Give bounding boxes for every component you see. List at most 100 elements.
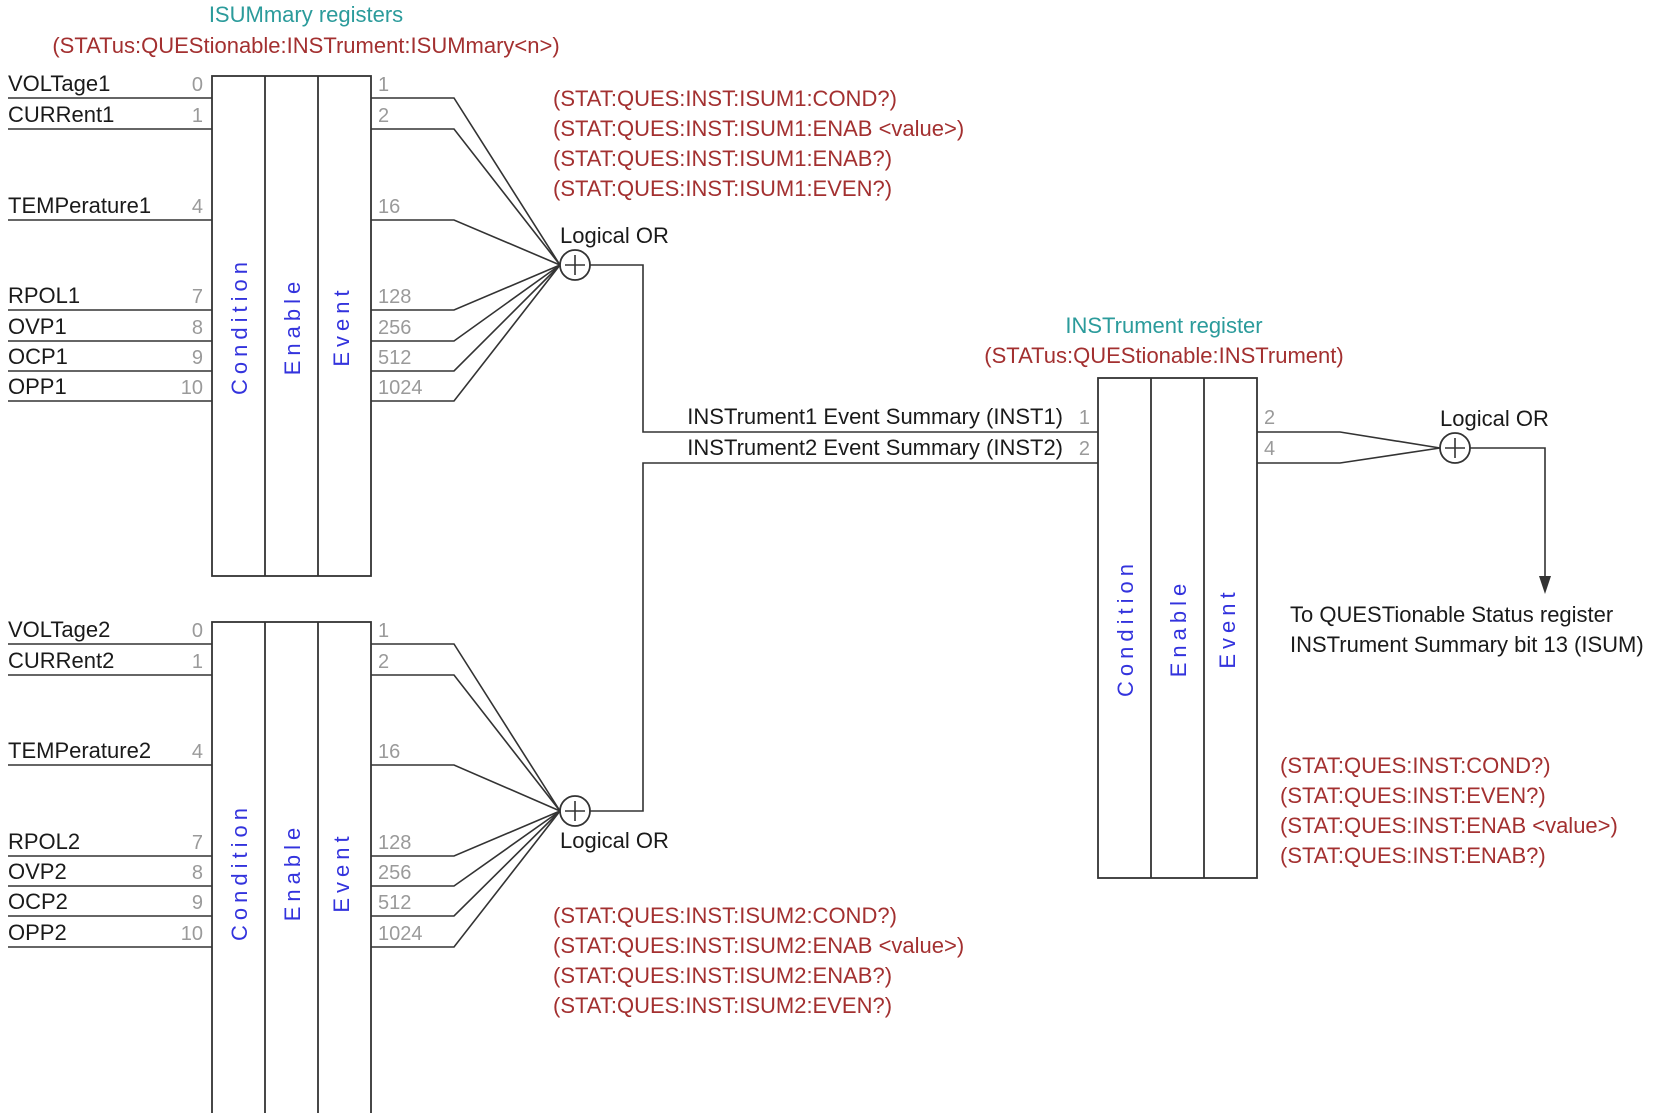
inst1-label: INSTrument1 Event Summary (INST1): [687, 404, 1063, 429]
input-label-rpol1: RPOL1: [8, 283, 80, 308]
input-bit: 0: [192, 74, 203, 96]
command-text: (STAT:QUES:INST:ENAB?): [1280, 843, 1546, 868]
isummary1-condition-label: Condition: [227, 257, 252, 395]
instrument-enable-label: Enable: [1166, 579, 1191, 678]
inst1-summary-wire: [590, 264, 1098, 433]
output-value: 512: [378, 347, 411, 369]
instrument-register: Condition Enable Event: [1097, 377, 1258, 879]
output-value: 1: [378, 620, 389, 642]
output-value: 512: [378, 892, 411, 914]
isummary1-register: Condition Enable Event: [211, 75, 372, 577]
inst2-summary-wire: [590, 462, 1098, 812]
instrument-inputs: INSTrument1 Event Summary (INST1) 1 INST…: [687, 404, 1090, 460]
input-bit: 9: [192, 892, 203, 914]
command-text: (STAT:QUES:INST:ISUM2:ENAB?): [553, 963, 892, 988]
input-label-ocp1: OCP1: [8, 344, 68, 369]
instrument-condition-label: Condition: [1113, 559, 1138, 697]
command-text: (STAT:QUES:INST:ISUM1:EVEN?): [553, 176, 892, 201]
input-label-ocp2: OCP2: [8, 889, 68, 914]
input-bit: 1: [192, 105, 203, 127]
inst2-label: INSTrument2 Event Summary (INST2): [687, 435, 1063, 460]
isummary2-condition-label: Condition: [227, 803, 252, 941]
output-wire: [371, 128, 561, 266]
output-arrow-line: [1470, 447, 1546, 578]
isummary2-inputs: VOLTage2 0 CURRent2 1 TEMPerature2 4 RPO…: [8, 617, 212, 948]
logical-or-2: Logical OR: [559, 795, 669, 853]
output-wire: [371, 810, 561, 857]
output-destination-line2: INSTrument Summary bit 13 (ISUM): [1290, 632, 1644, 657]
command-text: (STAT:QUES:INST:ISUM1:COND?): [553, 86, 897, 111]
input-bit: 4: [192, 196, 203, 218]
output-value: 256: [378, 317, 411, 339]
input-bit: 0: [192, 620, 203, 642]
output-value: 128: [378, 286, 411, 308]
command-text: (STAT:QUES:INST:COND?): [1280, 753, 1551, 778]
logical-or-1: Logical OR: [559, 223, 669, 281]
output-value: 256: [378, 862, 411, 884]
isummary-title: ISUMmary registers: [209, 2, 403, 27]
output-wire: [371, 264, 561, 402]
output-wire: [371, 97, 561, 266]
input-bit: 7: [192, 832, 203, 854]
instrument-subtitle: (STATus:QUEStionable:INSTrument): [984, 343, 1343, 368]
isummary2-event-label: Event: [329, 831, 354, 912]
output-value: 2: [378, 105, 389, 127]
command-text: (STAT:QUES:INST:EVEN?): [1280, 783, 1546, 808]
input-label-ovp2: OVP2: [8, 859, 67, 884]
input-bit: 8: [192, 862, 203, 884]
output-wire: [371, 810, 561, 887]
output-wire: [371, 674, 561, 812]
input-label-voltage2: VOLTage2: [8, 617, 110, 642]
output-value: 1024: [378, 377, 423, 399]
instrument-title: INSTrument register: [1065, 313, 1262, 338]
output-wire: [371, 764, 561, 812]
input-bit: 1: [192, 651, 203, 673]
output-value: 4: [1264, 438, 1275, 460]
output-wire: [371, 810, 561, 917]
instrument-event-label: Event: [1215, 587, 1240, 668]
isummary1-outputs: 1 2 16 128 256 512 1024: [371, 74, 561, 402]
output-value: 128: [378, 832, 411, 854]
isummary2-outputs: 1 2 16 128 256 512 1024: [371, 620, 561, 948]
isummary2-enable-label: Enable: [280, 823, 305, 922]
input-bit: 7: [192, 286, 203, 308]
instrument-register-frame: [1097, 377, 1258, 879]
isummary1-commands: (STAT:QUES:INST:ISUM1:COND?) (STAT:QUES:…: [553, 86, 964, 201]
input-bit: 9: [192, 347, 203, 369]
output-wire: [371, 264, 561, 372]
input-label-opp2: OPP2: [8, 920, 67, 945]
isummary2-register-frame: [211, 621, 372, 1113]
instrument-commands: (STAT:QUES:INST:COND?) (STAT:QUES:INST:E…: [1280, 753, 1618, 868]
output-wire: [1257, 447, 1441, 464]
output-value: 16: [378, 196, 400, 218]
input-bit: 4: [192, 741, 203, 763]
input-label-current2: CURRent2: [8, 648, 114, 673]
input-label-opp1: OPP1: [8, 374, 67, 399]
command-text: (STAT:QUES:INST:ENAB <value>): [1280, 813, 1618, 838]
command-text: (STAT:QUES:INST:ISUM2:COND?): [553, 903, 897, 928]
command-text: (STAT:QUES:INST:ISUM1:ENAB <value>): [553, 116, 964, 141]
instrument-outputs: 2 4: [1257, 407, 1441, 464]
input-bit: 2: [1079, 438, 1090, 460]
logical-or-label: Logical OR: [560, 223, 669, 248]
output-wire: [371, 810, 561, 948]
input-bit: 10: [181, 377, 203, 399]
output-value: 1024: [378, 923, 423, 945]
input-label-rpol2: RPOL2: [8, 829, 80, 854]
command-text: (STAT:QUES:INST:ISUM1:ENAB?): [553, 146, 892, 171]
input-bit: 1: [1079, 407, 1090, 429]
command-text: (STAT:QUES:INST:ISUM2:ENAB <value>): [553, 933, 964, 958]
input-label-temperature2: TEMPerature2: [8, 738, 151, 763]
input-bit: 10: [181, 923, 203, 945]
isummary2-commands: (STAT:QUES:INST:ISUM2:COND?) (STAT:QUES:…: [553, 903, 964, 1018]
output-value: 2: [378, 651, 389, 673]
output-wire: [371, 264, 561, 311]
logical-or-label: Logical OR: [560, 828, 669, 853]
output-wire: [371, 643, 561, 812]
output-wire: [371, 264, 561, 342]
arrow-head-icon: [1539, 576, 1551, 594]
input-label-ovp1: OVP1: [8, 314, 67, 339]
output-destination-line1: To QUESTionable Status register: [1290, 602, 1613, 627]
output-value: 2: [1264, 407, 1275, 429]
